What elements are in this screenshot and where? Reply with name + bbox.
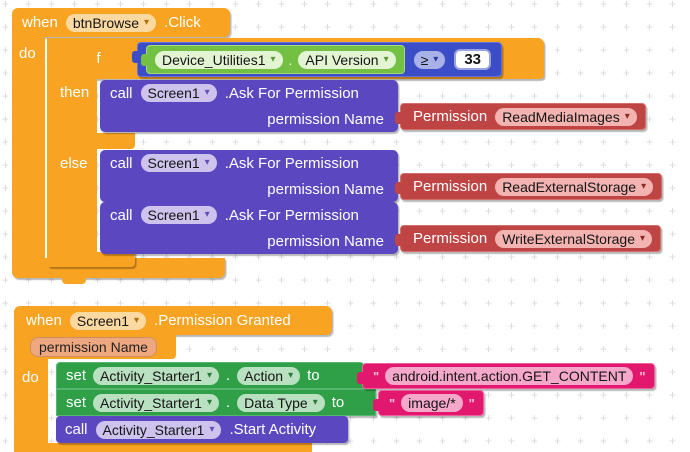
- component-dropdown[interactable]: Activity_Starter1 ▾: [93, 393, 219, 412]
- text-value-field[interactable]: android.intent.action.GET_CONTENT: [385, 367, 634, 385]
- call-keyword: call: [65, 421, 88, 438]
- dropdown-arrow-icon: ▾: [204, 157, 210, 168]
- when-block-notch: [62, 276, 86, 284]
- permission-value-block-3[interactable]: Permission WriteExternalStorage ▾: [394, 225, 662, 252]
- permission-dropdown[interactable]: WriteExternalStorage ▾: [495, 229, 653, 248]
- dropdown-arrow-icon: ▾: [640, 232, 646, 244]
- permission-dropdown[interactable]: ReadExternalStorage ▾: [495, 177, 654, 196]
- to-keyword: to: [307, 367, 320, 384]
- component-dropdown[interactable]: btnBrowse ▾: [65, 13, 157, 32]
- property-dropdown[interactable]: API Version ▾: [298, 50, 396, 69]
- if-block-else-divider: [47, 133, 135, 149]
- component-dropdown[interactable]: Device_Utilities1 ▾: [155, 50, 283, 69]
- do-label: do: [22, 369, 39, 386]
- dropdown-arrow-icon: ▾: [383, 53, 389, 65]
- method-name: .Ask For Permission: [224, 84, 359, 102]
- call-ask-permission-block-2[interactable]: call Screen1 ▾ .Ask For Permission permi…: [100, 150, 398, 202]
- dot-separator: .: [225, 394, 231, 411]
- event-parameter-chip[interactable]: permission Name: [30, 337, 157, 357]
- permission-value-block-1[interactable]: Permission ReadMediaImages ▾: [395, 103, 646, 130]
- comparison-block[interactable]: Device_Utilities1 ▾ . API Version ▾ ≥ ▾ …: [132, 42, 502, 77]
- permission-prefix: Permission: [413, 178, 488, 195]
- call-keyword: call: [110, 206, 133, 224]
- when-permission-granted-block[interactable]: when Screen1 ▾ .Permission Granted: [14, 306, 332, 335]
- dropdown-arrow-icon: ▾: [624, 110, 630, 122]
- dropdown-arrow-icon: ▾: [144, 16, 150, 28]
- operator-dropdown[interactable]: ≥ ▾: [413, 50, 446, 69]
- open-quote: ": [373, 368, 380, 384]
- close-quote: ": [468, 395, 475, 411]
- open-quote: ": [389, 395, 396, 411]
- to-keyword: to: [331, 394, 345, 411]
- set-action-block[interactable]: set Activity_Starter1 ▾ . Action ▾ to: [56, 362, 364, 389]
- property-dropdown[interactable]: Data Type ▾: [237, 393, 325, 412]
- dropdown-arrow-icon: ▾: [209, 423, 215, 435]
- dropdown-arrow-icon: ▾: [312, 396, 318, 408]
- method-name: .Ask For Permission: [224, 206, 359, 224]
- param-label: permission Name: [267, 232, 384, 250]
- method-name: .Start Activity: [229, 421, 317, 438]
- else-label: else: [60, 155, 88, 172]
- permission-value-block-2[interactable]: Permission ReadExternalStorage ▾: [394, 173, 663, 200]
- permission-prefix: Permission: [413, 230, 488, 247]
- property-dropdown[interactable]: Action ▾: [237, 366, 301, 385]
- dropdown-arrow-icon: ▾: [288, 369, 294, 381]
- number-block[interactable]: 33: [454, 49, 491, 70]
- dropdown-arrow-icon: ▾: [270, 53, 276, 65]
- when-btnbrowse-click-block[interactable]: when btnBrowse ▾ .Click: [12, 8, 230, 37]
- param-label: permission Name: [267, 180, 384, 198]
- set-keyword: set: [66, 394, 87, 411]
- permission-prefix: Permission: [413, 108, 488, 125]
- dropdown-arrow-icon: ▾: [206, 369, 212, 381]
- dropdown-arrow-icon: ▾: [204, 87, 210, 98]
- do-label: do: [19, 45, 36, 62]
- call-keyword: call: [110, 154, 133, 172]
- component-dropdown[interactable]: Screen1 ▾: [140, 206, 217, 224]
- permission-dropdown[interactable]: ReadMediaImages ▾: [495, 107, 637, 126]
- component-dropdown[interactable]: Activity_Starter1 ▾: [93, 366, 219, 385]
- component-dropdown[interactable]: Activity_Starter1 ▾: [95, 420, 222, 439]
- when-keyword: when: [26, 312, 62, 329]
- close-quote: ": [639, 368, 646, 384]
- dropdown-arrow-icon: ▾: [134, 314, 140, 326]
- call-keyword: call: [110, 84, 133, 102]
- component-dropdown[interactable]: Screen1 ▾: [69, 311, 147, 330]
- call-ask-permission-block-3[interactable]: call Screen1 ▾ .Ask For Permission permi…: [100, 202, 398, 254]
- dot-separator: .: [225, 367, 231, 384]
- dot-separator: .: [288, 51, 293, 68]
- event-name: .Click: [164, 14, 201, 31]
- dropdown-arrow-icon: ▾: [206, 396, 212, 408]
- when-block-spine[interactable]: [12, 30, 45, 267]
- param-label: permission Name: [267, 110, 384, 128]
- text-string-block-2[interactable]: " image/* ": [373, 390, 484, 416]
- set-keyword: set: [66, 367, 87, 384]
- text-value-field[interactable]: image/*: [401, 394, 463, 412]
- event-name: .Permission Granted: [154, 312, 291, 329]
- call-ask-permission-block-1[interactable]: call Screen1 ▾ .Ask For Permission permi…: [100, 80, 398, 132]
- set-datatype-block[interactable]: set Activity_Starter1 ▾ . Data Type ▾ to: [56, 389, 376, 416]
- property-getter-block[interactable]: Device_Utilities1 ▾ . API Version ▾: [141, 45, 405, 74]
- when-block-bottom: [14, 443, 312, 452]
- component-dropdown[interactable]: Screen1 ▾: [140, 84, 217, 102]
- method-name: .Ask For Permission: [224, 154, 359, 172]
- dropdown-arrow-icon: ▾: [433, 53, 439, 65]
- then-label: then: [60, 84, 90, 101]
- call-start-activity-block[interactable]: call Activity_Starter1 ▾ .Start Activity: [56, 416, 348, 443]
- if-block-bottom: [47, 252, 135, 267]
- dropdown-arrow-icon: ▾: [641, 180, 647, 192]
- text-string-block-1[interactable]: " android.intent.action.GET_CONTENT ": [357, 363, 655, 389]
- dropdown-arrow-icon: ▾: [204, 209, 210, 220]
- when-keyword: when: [22, 14, 58, 31]
- component-dropdown[interactable]: Screen1 ▾: [140, 154, 217, 172]
